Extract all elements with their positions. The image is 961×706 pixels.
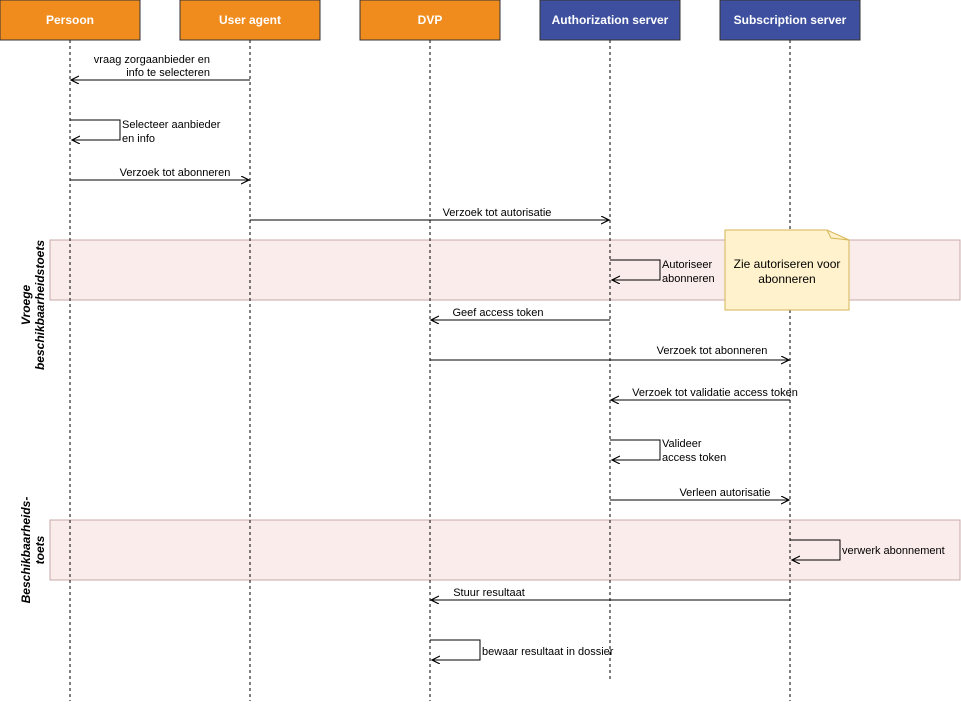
message-label: Stuur resultaat — [453, 587, 525, 599]
region-label-line: Beschikbaarheids- — [19, 497, 33, 604]
region-label-line: beschikbaarheidstoets — [33, 240, 47, 370]
message-label-line: info te selecteren — [123, 67, 210, 79]
self-message-arrow — [430, 639, 481, 660]
participant-box: Subscription server — [719, 0, 861, 41]
participant-box: User agent — [179, 0, 321, 41]
self-message-arrow — [70, 119, 121, 140]
message: Verzoek tot autorisatie — [250, 207, 609, 220]
participant-box-shape — [539, 0, 681, 41]
message: Valideer access token — [610, 438, 726, 464]
note-fold — [826, 229, 850, 241]
message-label-line: vraag zorgaanbieder en — [94, 54, 210, 66]
message-label: Verzoek tot abonneren — [120, 167, 231, 179]
region-band — [49, 519, 961, 581]
message-label-line: verwerk abonnement — [842, 545, 945, 557]
message: Stuur resultaat — [431, 587, 790, 600]
self-message-arrow — [610, 439, 661, 460]
message-label-line: Verzoek tot validatie access token — [632, 387, 798, 399]
message-label: bewaar resultaat in dossier — [482, 646, 614, 658]
message: vraag zorgaanbieder en info te selectere… — [71, 54, 250, 80]
message-label: Autoriseer abonneren — [662, 259, 715, 285]
note-shape — [724, 229, 850, 311]
message: Verzoek tot abonneren — [70, 167, 249, 180]
participant-box: Persoon — [0, 0, 141, 41]
participant-box-shape — [719, 0, 861, 41]
message-label: Verzoek tot autorisatie — [443, 207, 552, 219]
self-message-arrow — [790, 539, 841, 560]
message-label: Selecteer aanbieder en info — [122, 119, 221, 145]
region-label: Vroegebeschikbaarheidstoets — [19, 240, 47, 370]
message-label-line: Autoriseer — [662, 259, 712, 271]
message-label-line: bewaar resultaat in dossier — [482, 646, 614, 658]
participant-label: Authorization server — [552, 13, 669, 27]
participant-label: Subscription server — [734, 13, 847, 27]
note-text-line: abonneren — [758, 272, 815, 286]
message-label-line: Stuur resultaat — [453, 587, 525, 599]
message-label: Verzoek tot validatie access token — [632, 387, 798, 399]
note-text-line: Zie autoriseren voor — [734, 257, 841, 271]
message-label-line: Verzoek tot autorisatie — [443, 207, 552, 219]
participant-box-shape — [359, 0, 501, 41]
participant-label: DVP — [418, 13, 443, 27]
message-label: Valideer access token — [662, 438, 726, 464]
message-label-line: Verzoek tot abonneren — [120, 167, 231, 179]
message-label-line: Valideer — [662, 438, 702, 450]
message-label-line: abonneren — [662, 273, 715, 285]
region-label-line: Vroege — [19, 284, 33, 325]
message: Verzoek tot validatie access token — [611, 387, 798, 400]
message-label-line: Verleen autorisatie — [679, 487, 770, 499]
participant-label: Persoon — [46, 13, 94, 27]
message: Verzoek tot abonneren — [430, 345, 789, 360]
message: Autoriseer abonneren — [610, 259, 715, 285]
participant-box: DVP — [359, 0, 501, 41]
participant-label: User agent — [219, 13, 281, 27]
message-label-line: access token — [662, 452, 726, 464]
region-label-line: toets — [33, 535, 47, 564]
message: bewaar resultaat in dossier — [430, 639, 614, 660]
message: Selecteer aanbieder en info — [70, 119, 221, 145]
message-label: Geef access token — [452, 307, 543, 319]
message-label-line: en info — [122, 133, 155, 145]
message-label: vraag zorgaanbieder en info te selectere… — [94, 54, 210, 79]
message-label: Verzoek tot abonneren — [657, 345, 768, 357]
message: Verleen autorisatie — [610, 487, 789, 500]
message-label-line: Geef access token — [452, 307, 543, 319]
participant-box-shape — [0, 0, 141, 41]
message-label: Verleen autorisatie — [679, 487, 770, 499]
message: verwerk abonnement — [790, 539, 945, 560]
message: Geef access token — [431, 307, 610, 320]
participant-box: Authorization server — [539, 0, 681, 41]
message-label-line: Verzoek tot abonneren — [657, 345, 768, 357]
message-label-line: Selecteer aanbieder — [122, 119, 221, 131]
self-message-arrow — [610, 259, 661, 280]
participant-box-shape — [179, 0, 321, 41]
message-label: verwerk abonnement — [842, 545, 945, 557]
region-label: Beschikbaarheids-toets — [19, 497, 47, 604]
